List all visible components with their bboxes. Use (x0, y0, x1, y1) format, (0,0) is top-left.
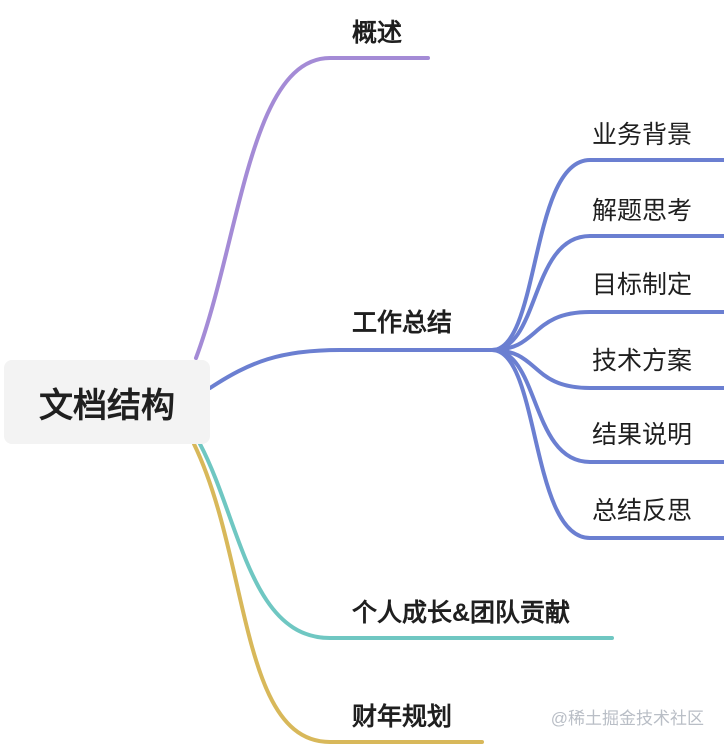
leaf-problem-thinking[interactable]: 解题思考 (592, 197, 693, 225)
connector-overview (194, 56, 430, 360)
connector-goal-setting (490, 310, 724, 352)
branch-growth-contribution[interactable]: 个人成长&团队贡献 (352, 599, 571, 627)
leaf-business-background[interactable]: 业务背景 (592, 121, 693, 149)
watermark: @稀土掘金技术社区 (550, 709, 704, 728)
connector-problem-thinking (490, 234, 724, 352)
connector-reflection (490, 348, 724, 540)
connector-fiscal-plan (192, 442, 484, 744)
connector-business-background (490, 158, 724, 352)
connector-result-explanation (490, 348, 724, 464)
connector-growth-contribution (198, 442, 614, 640)
root-label: 文档结构 (39, 386, 175, 425)
connector-technical-plan (490, 348, 724, 390)
leaf-technical-plan[interactable]: 技术方案 (592, 347, 693, 375)
leaf-result-explanation[interactable]: 结果说明 (592, 421, 693, 449)
leaf-goal-setting[interactable]: 目标制定 (592, 271, 693, 299)
root-node[interactable]: 文档结构 (4, 360, 210, 444)
leaf-reflection[interactable]: 总结反思 (592, 497, 693, 525)
connector-work-summary (208, 348, 494, 390)
branch-overview[interactable]: 概述 (352, 19, 403, 47)
branch-work-summary[interactable]: 工作总结 (352, 309, 453, 337)
branch-fiscal-plan[interactable]: 财年规划 (352, 703, 453, 731)
